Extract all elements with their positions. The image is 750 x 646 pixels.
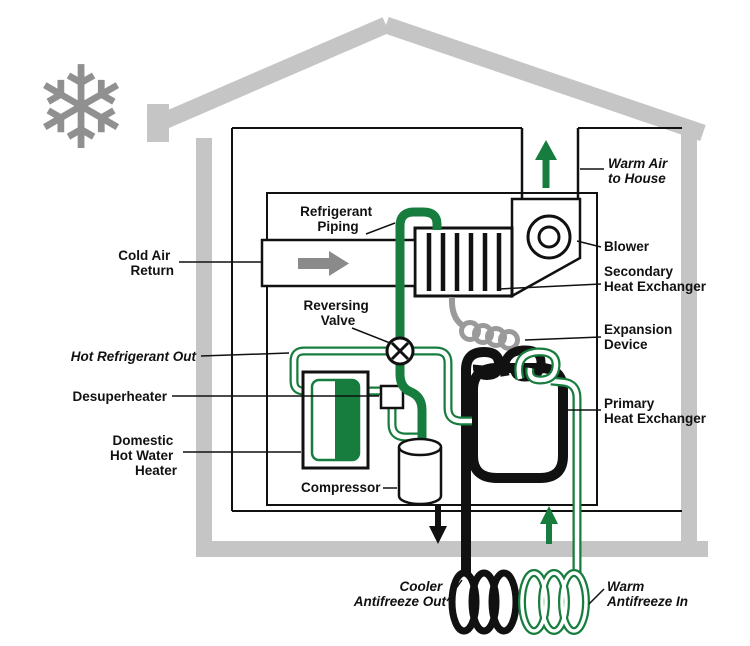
label-cooler-antifreeze-out: Cooler Antifreeze Out: [353, 579, 447, 609]
warm-antifreeze-riser-pipe: [550, 376, 582, 573]
desuper-return-core: [389, 409, 419, 440]
primary-hx-green-loop: [514, 347, 561, 385]
leader-blower: [576, 240, 602, 248]
leader-hot-refrigerant: [200, 352, 290, 357]
coil-turn: [448, 569, 480, 635]
leader-secondary-hx: [498, 283, 602, 290]
green-loop-core: [516, 349, 559, 383]
coil-loop: [472, 323, 494, 345]
label-warm-antifreeze-in: Warm Antifreeze In: [606, 579, 688, 609]
valve-x: [390, 341, 410, 361]
warm-air-up-arrow-icon: [535, 140, 557, 188]
label-warm-air-to-house: Warm Air to House: [608, 156, 671, 186]
coil-turn-core: [520, 571, 548, 633]
leader-expansion: [524, 336, 602, 341]
coil-loop: [498, 329, 520, 351]
coil-turn: [488, 569, 520, 635]
blower-wheel-inner: [537, 225, 561, 249]
coil-loop: [459, 320, 481, 342]
warm-air-duct: [520, 128, 580, 199]
label-hot-refrigerant-out: Hot Refrigerant Out: [71, 349, 197, 364]
cold-air-arrow-icon: [298, 251, 349, 276]
label-desuperheater: Desuperheater: [72, 389, 167, 404]
labels: Warm Air to House Refrigerant Piping Col…: [71, 156, 707, 609]
leader-warm-antifreeze: [588, 588, 605, 605]
house-outline: [146, 16, 708, 557]
antifreeze-up-arrow-icon: [540, 506, 558, 544]
label-primary-heat-exchanger: Primary Heat Exchanger: [604, 396, 707, 426]
leader-reversing-valve: [351, 327, 391, 344]
cold-air-return-duct: [260, 238, 417, 288]
blower-fan: [526, 214, 572, 260]
expansion-inlet-pipe: [448, 296, 464, 328]
label-cold-air-return: Cold Air Return: [118, 248, 174, 278]
label-domestic-hot-water-heater: Domestic Hot Water Heater: [110, 433, 178, 478]
refrigerant-piping-hot-gas: [395, 207, 442, 446]
leader-lines: [172, 168, 605, 605]
riser-core: [550, 378, 580, 573]
equipment-cabinet: [266, 192, 598, 506]
desuperheater-return-pipe: [387, 409, 419, 442]
coil-turn-core: [560, 571, 588, 633]
compressor-unit: [397, 437, 443, 506]
roof-right: [383, 16, 706, 142]
label-expansion-device: Expansion Device: [604, 322, 676, 352]
primary-hx-coil: [468, 363, 568, 483]
arrow-head: [429, 526, 447, 544]
leader-cooler-antifreeze: [446, 579, 463, 602]
label-refrigerant-piping: Refrigerant Piping: [300, 204, 376, 234]
snowflake-icon: ❄: [33, 46, 129, 173]
water-heater-tank: [301, 370, 370, 470]
label-blower: Blower: [604, 239, 650, 254]
hot-out-core: [291, 348, 388, 394]
compressor-top: [397, 437, 443, 457]
secondary-heat-exchanger: [413, 226, 514, 298]
hot-refrigerant-out-pipe: [289, 346, 388, 396]
hot-gas-to-secondary-hx: [395, 207, 442, 340]
compressor-discharge-pipe: [395, 362, 427, 446]
label-secondary-heat-exchanger: Secondary Heat Exchanger: [604, 264, 707, 294]
compressor-body: [397, 447, 443, 506]
tank-hot-water: [335, 380, 359, 460]
antifreeze-down-arrow-icon: [429, 506, 447, 544]
arrow-shaft: [298, 258, 329, 269]
interior-walls: [231, 127, 682, 512]
arrow-head: [329, 251, 349, 276]
label-compressor: Compressor: [301, 480, 381, 495]
antifreeze-out-pipe: [461, 347, 504, 576]
suction-core: [412, 348, 472, 424]
coil-turn: [468, 569, 500, 635]
coil-loop: [485, 326, 507, 348]
floor-slab: [196, 541, 708, 557]
ground-loop-coil-out: [448, 569, 520, 635]
suction-return-pipe: [412, 346, 472, 426]
return-duct-body: [260, 238, 417, 288]
ground-loop-coil-in: [518, 569, 590, 635]
expansion-device-coil: [448, 296, 520, 351]
roof-left: [146, 17, 390, 135]
leader-refrigerant-piping: [365, 222, 396, 235]
arrow-head: [540, 506, 558, 524]
label-reversing-valve: Reversing Valve: [303, 298, 372, 328]
coil-turn-core: [540, 571, 568, 633]
reversing-valve-unit: [385, 336, 415, 366]
desuperheater-unit: [379, 384, 405, 410]
arrow-head: [535, 140, 557, 160]
